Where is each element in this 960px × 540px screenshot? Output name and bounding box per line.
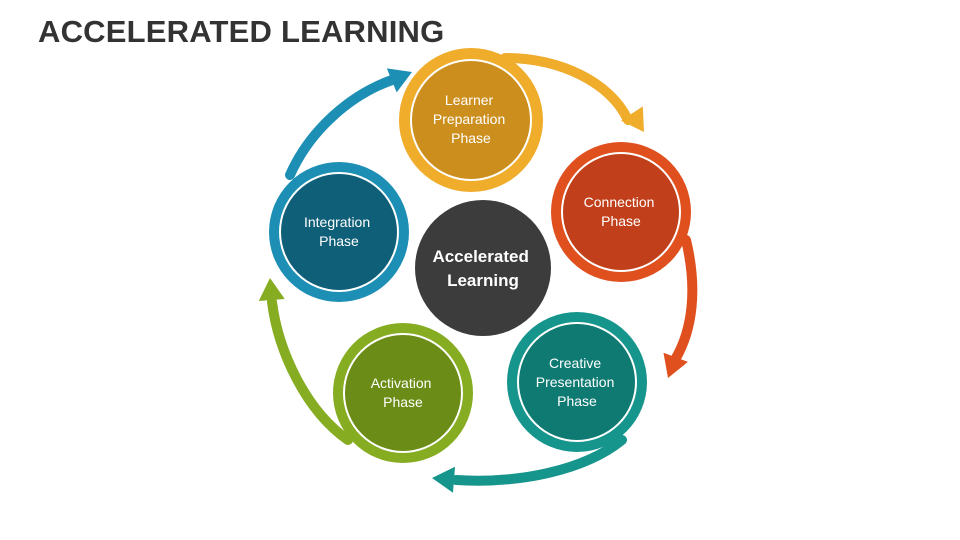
arrow-connection-to-creative-head <box>663 352 688 378</box>
phase-fill <box>561 152 681 272</box>
arrow-activation-to-integration <box>267 297 353 445</box>
arrow-preparation-to-connection-head <box>620 106 644 132</box>
arrow-connection-to-creative <box>671 235 698 363</box>
page-title: ACCELERATED LEARNING <box>38 14 445 49</box>
phase-learner-preparation: Learner Preparation Phase <box>399 48 543 192</box>
phase-fill <box>343 333 463 453</box>
center-circle <box>415 200 551 336</box>
phase-activation: Activation Phase <box>333 323 473 463</box>
phase-label: Creative Presentation Phase <box>536 355 619 409</box>
center-label: Accelerated Learning <box>432 247 533 290</box>
arrow-integration-to-preparation-head <box>386 68 412 93</box>
arrow-integration-to-preparation <box>285 75 397 180</box>
arrow-creative-to-activation <box>451 435 627 486</box>
arrow-activation-to-integration-head <box>258 278 285 302</box>
phase-label: Learner Preparation Phase <box>433 92 509 146</box>
phase-label: Integration Phase <box>304 214 374 249</box>
phase-integration: Integration Phase <box>269 162 409 302</box>
arrow-preparation-to-connection <box>500 53 633 125</box>
phase-label: Connection Phase <box>584 194 659 229</box>
phase-fill <box>517 322 637 442</box>
phase-label: Activation Phase <box>371 375 436 410</box>
phase-connection: Connection Phase <box>551 142 691 282</box>
phase-fill <box>279 172 399 292</box>
phase-fill <box>410 59 532 181</box>
center-hub: Accelerated Learning <box>415 200 551 336</box>
phase-creative-presentation: Creative Presentation Phase <box>507 312 647 452</box>
arrow-creative-to-activation-head <box>432 466 456 493</box>
